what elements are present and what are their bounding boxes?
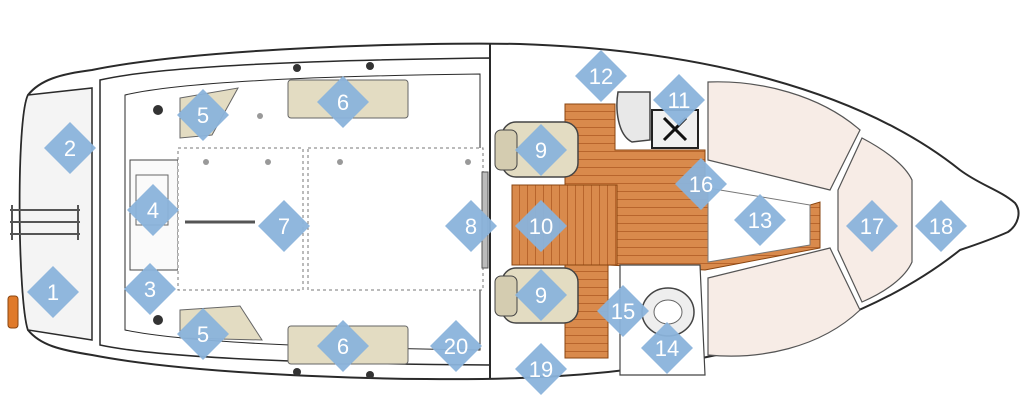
marker-diamond xyxy=(734,194,786,246)
marker-badge: 8 xyxy=(445,200,497,252)
galley-sink xyxy=(616,91,651,143)
marker-diamond xyxy=(124,263,176,315)
marker-diamond xyxy=(515,124,567,176)
marker-diamond xyxy=(515,343,567,395)
marker-label: 10 xyxy=(529,214,553,239)
marker-diamond xyxy=(317,76,369,128)
marker-label: 2 xyxy=(64,136,76,161)
marker-label: 15 xyxy=(611,299,635,324)
marker-label: 19 xyxy=(529,357,553,382)
marker-badge: 3 xyxy=(124,263,176,315)
marker-badge: 4 xyxy=(127,184,179,236)
marker-diamond xyxy=(597,285,649,337)
marker-diamond xyxy=(430,320,482,372)
marker-badge: 6 xyxy=(317,320,369,372)
marker-label: 17 xyxy=(860,214,884,239)
marker-diamond xyxy=(317,320,369,372)
marker-diamond xyxy=(127,184,179,236)
marker-badge: 14 xyxy=(641,322,693,374)
marker-label: 7 xyxy=(278,214,290,239)
marker-badge: 9 xyxy=(515,124,567,176)
marker-badge: 9 xyxy=(515,269,567,321)
marker-badge: 5 xyxy=(177,89,229,141)
marker-diamond xyxy=(653,74,705,126)
marker-label: 9 xyxy=(535,283,547,308)
marker-label: 16 xyxy=(689,172,713,197)
marker-label: 9 xyxy=(535,138,547,163)
marker-label: 6 xyxy=(337,90,349,115)
marker-label: 5 xyxy=(197,103,209,128)
marker-diamond xyxy=(846,200,898,252)
marker-label: 14 xyxy=(655,336,679,361)
marker-diamond xyxy=(915,200,967,252)
marker-badge: 13 xyxy=(734,194,786,246)
marker-label: 12 xyxy=(589,64,613,89)
deck-fittings xyxy=(153,62,471,379)
marker-label: 20 xyxy=(444,334,468,359)
marker-label: 13 xyxy=(748,208,772,233)
boarding-ladder xyxy=(10,205,80,240)
marker-diamond xyxy=(258,200,310,252)
marker-label: 1 xyxy=(47,280,59,305)
marker-diamond xyxy=(177,308,229,360)
marker-diamond xyxy=(575,50,627,102)
marker-diamond xyxy=(515,200,567,252)
marker-badge: 18 xyxy=(915,200,967,252)
marker-badge: 15 xyxy=(597,285,649,337)
marker-diamond xyxy=(177,89,229,141)
marker-label: 3 xyxy=(144,277,156,302)
marker-badge: 19 xyxy=(515,343,567,395)
marker-diamond xyxy=(675,158,727,210)
marker-diamond xyxy=(27,266,79,318)
marker-label: 18 xyxy=(929,214,953,239)
marker-diamond xyxy=(44,122,96,174)
vberth-cushion-port xyxy=(707,81,861,191)
cockpit-sole-aft xyxy=(177,147,304,291)
marker-diamond xyxy=(445,200,497,252)
marker-diamond xyxy=(515,269,567,321)
marker-label: 11 xyxy=(668,88,691,113)
marker-badge: 5 xyxy=(177,308,229,360)
marker-badge: 7 xyxy=(258,200,310,252)
marker-label: 6 xyxy=(337,334,349,359)
marker-badge: 11 xyxy=(653,74,705,126)
stern-light xyxy=(7,295,19,329)
marker-badge: 10 xyxy=(515,200,567,252)
vberth-cushion-starboard xyxy=(707,247,861,357)
marker-label: 5 xyxy=(197,322,209,347)
marker-badge: 12 xyxy=(575,50,627,102)
marker-diamond xyxy=(641,322,693,374)
marker-badge: 1 xyxy=(27,266,79,318)
marker-badge: 16 xyxy=(675,158,727,210)
marker-badge: 17 xyxy=(846,200,898,252)
marker-label: 8 xyxy=(465,214,477,239)
marker-badge: 20 xyxy=(430,320,482,372)
marker-badge: 6 xyxy=(317,76,369,128)
marker-badge: 2 xyxy=(44,122,96,174)
marker-label: 4 xyxy=(147,198,159,223)
head-toilet-bowl xyxy=(653,299,683,325)
